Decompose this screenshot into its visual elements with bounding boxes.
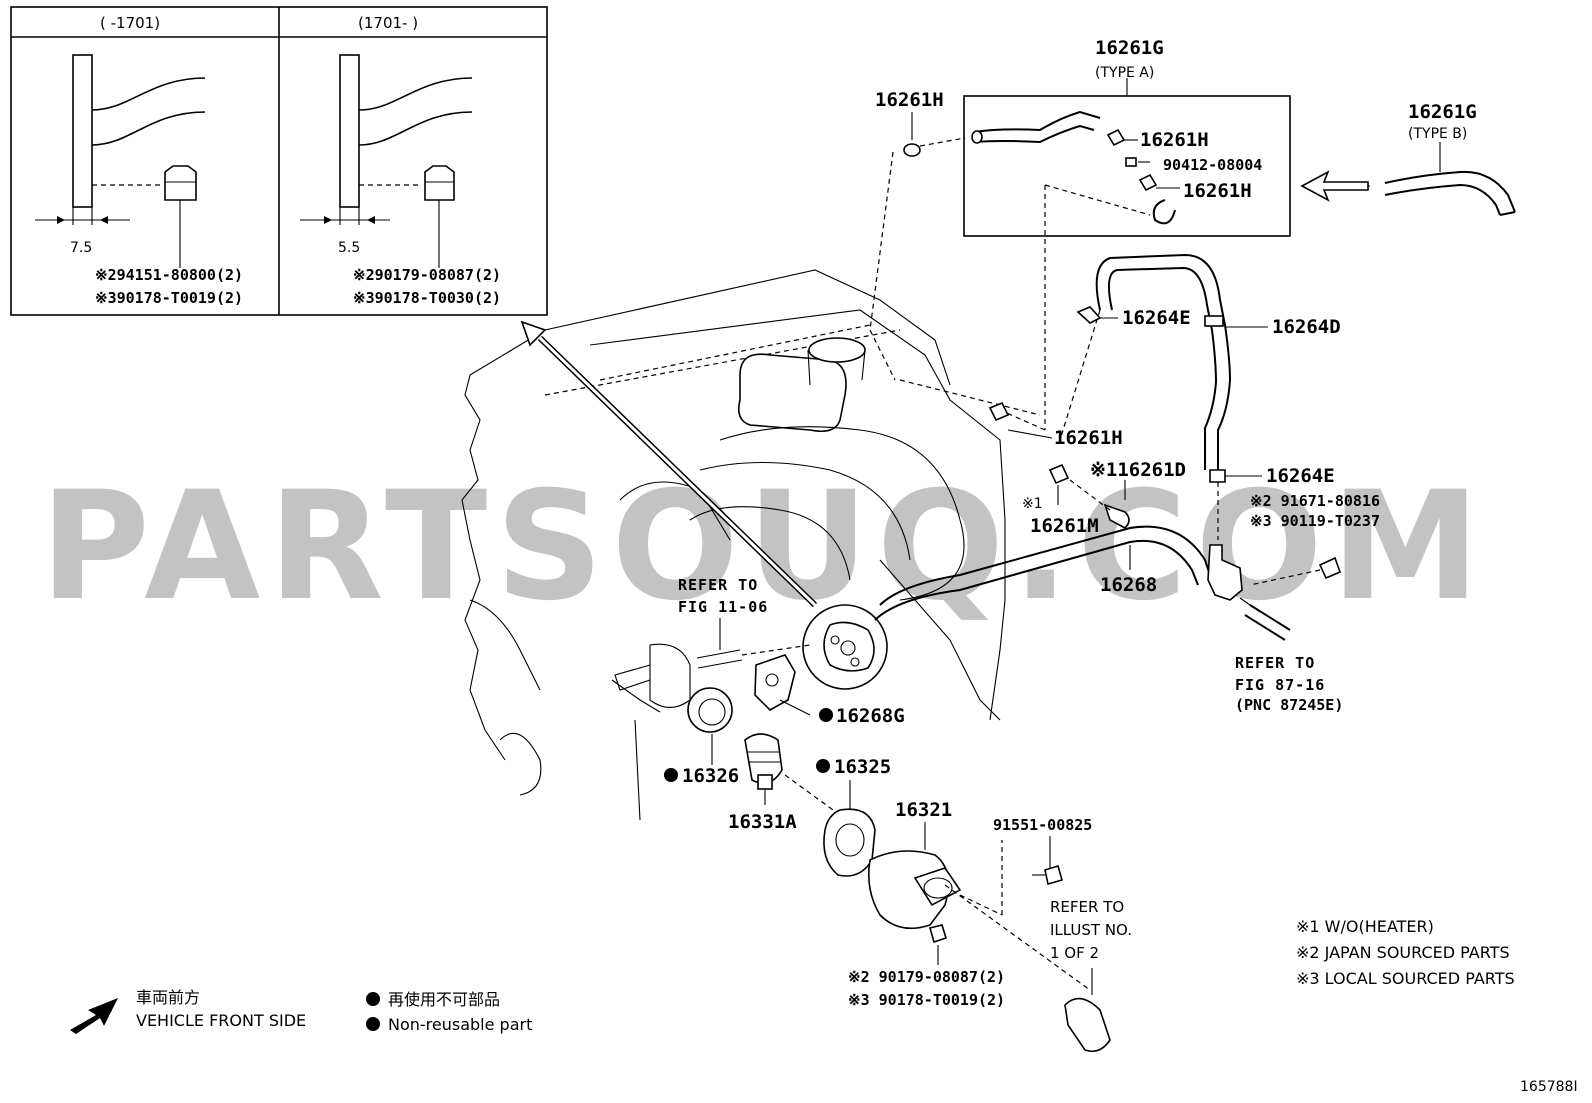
pipe-16268: 16268 — [802, 525, 1291, 690]
refer-11-06-line2: FIG 11-06 — [678, 598, 768, 616]
front-arrow-icon — [70, 998, 118, 1034]
label-90412: 90412-08004 — [1163, 156, 1262, 174]
clamp-16261H-1: 16261H — [869, 89, 966, 381]
label-16261H-1: 16261H — [875, 89, 944, 111]
label-16264D: 16264D — [1272, 316, 1341, 338]
inlet-16321: 16321 — [867, 799, 1091, 991]
legend-nonreuse-en: Non-reusable part — [388, 1015, 532, 1034]
label-16268G: 16268G — [836, 705, 905, 727]
figure-id: 165788I — [1520, 1079, 1578, 1095]
label-16261H-2: 16261H — [1140, 129, 1209, 151]
inset-left-header: ( -1701) — [100, 14, 160, 32]
inset-left-part-1: ※294151-80800(2) — [95, 266, 243, 284]
label-16261H-3: 16261H — [1183, 180, 1252, 202]
label-type-a: (TYPE A) — [1095, 65, 1154, 81]
label-16325: 16325 — [834, 756, 891, 778]
refer-illust-line1: REFER TO — [1050, 898, 1124, 916]
legend-note-2: ※2 JAPAN SOURCED PARTS — [1296, 943, 1510, 962]
parts-16261D-16261M: ※1 16261M ※116261D — [1022, 459, 1186, 537]
refer-11-06-line1: REFER TO — [678, 576, 758, 594]
label-16264E-1: 16264E — [1122, 307, 1191, 329]
thermostat-16331A: 16331A — [728, 733, 841, 833]
legend-front-en: VEHICLE FRONT SIDE — [136, 1011, 306, 1030]
label-91671: ※2 91671-80816 — [1250, 492, 1380, 510]
label-16261M-mark: ※1 — [1022, 496, 1043, 512]
label-16326: 16326 — [682, 765, 739, 787]
watermark: PARTSOUQ.COM — [40, 460, 1488, 634]
inset-right-part-2: ※390178-T0030(2) — [353, 289, 501, 307]
refer-87-16-line3: (PNC 87245E) — [1235, 696, 1343, 714]
label-91551: 91551-00825 — [993, 816, 1092, 834]
label-type-b: (TYPE B) — [1408, 126, 1467, 142]
clamp-16261H-4: 16261H — [899, 379, 1123, 449]
legend-note-1: ※1 W/O(HEATER) — [1296, 917, 1434, 936]
legend-front-jp: 車両前方 — [136, 988, 200, 1007]
leader-arrow — [520, 320, 818, 608]
label-90119: ※3 90119-T0237 — [1250, 512, 1380, 530]
label-16261G-type-b: 16261G — [1408, 101, 1477, 123]
inset-right-part-1: ※290179-08087(2) — [353, 266, 501, 284]
gasket-16325: 16325 — [816, 756, 891, 877]
refer-87-16-line2: FIG 87-16 — [1235, 676, 1325, 694]
legend-nonreuse-jp: 再使用不可部品 — [388, 990, 500, 1009]
label-16261M: 16261M — [1030, 515, 1099, 537]
refer-illust-line3: 1 OF 2 — [1050, 944, 1099, 962]
inset-left-part-2: ※390178-T0019(2) — [95, 289, 243, 307]
gasket-16268G: 16268G — [611, 643, 905, 727]
inset-left-dim: 7.5 — [70, 240, 92, 256]
legend: 車両前方 VEHICLE FRONT SIDE 再使用不可部品 Non-reus… — [70, 917, 1515, 1034]
label-16321: 16321 — [895, 799, 952, 821]
inset-right-header: (1701- ) — [358, 14, 418, 32]
label-16261D: ※116261D — [1090, 459, 1186, 481]
nonreuse-dot-icon — [366, 992, 380, 1006]
inset-right-dim: 5.5 — [338, 240, 360, 256]
legend-note-3: ※3 LOCAL SOURCED PARTS — [1296, 969, 1515, 988]
label-16264E-2: 16264E — [1266, 465, 1335, 487]
label-16261H-4: 16261H — [1054, 427, 1123, 449]
bolt-91551: 91551-00825 — [959, 816, 1092, 916]
clamp-16264E-1: 16264E — [1076, 306, 1191, 329]
refer-87-16-line1: REFER TO — [1235, 654, 1315, 672]
clamp-16264E-2: 16264E ※2 91671-80816 ※3 90119-T0237 — [1209, 465, 1380, 586]
type-b-hose: 16261G (TYPE B) — [1300, 101, 1516, 216]
label-bolt-2: ※3 90178-T0019(2) — [848, 991, 1005, 1009]
inset-box: ( -1701) (1701- ) 7.5 ※294151-80800(2) ※… — [10, 6, 548, 316]
label-16331A: 16331A — [728, 811, 797, 833]
nonreuse-dot-icon — [366, 1017, 380, 1031]
label-16268: 16268 — [1100, 574, 1157, 596]
type-a-box: 16261G (TYPE A) 16261H 90412-08004 16261… — [963, 37, 1291, 430]
ring-16326: 16326 — [664, 687, 739, 787]
label-bolt-1: ※2 90179-08087(2) — [848, 968, 1005, 986]
engine-outline — [461, 269, 1006, 821]
refer-illust-line2: ILLUST NO. — [1050, 921, 1132, 939]
hose-end — [1064, 997, 1111, 1053]
label-16261G-type-a: 16261G — [1095, 37, 1164, 59]
hose-16264D: 16264D — [1059, 253, 1341, 470]
